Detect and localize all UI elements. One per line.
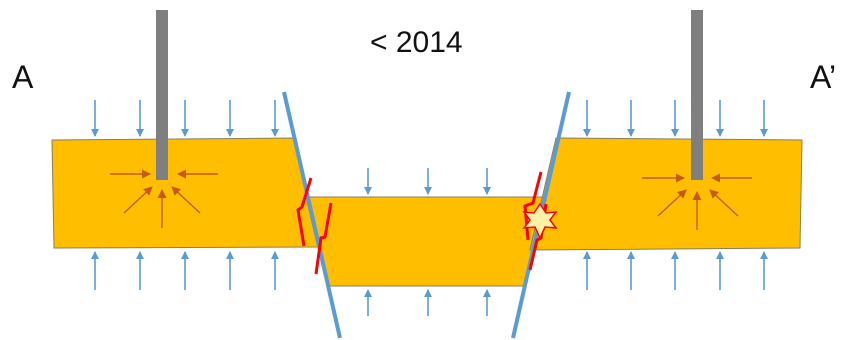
left-fault-line [282,91,342,339]
left-well-pressure-arrows [110,169,218,228]
left-block [51,137,321,249]
star-burst-icon [522,202,558,240]
left-fault-slip-arrows [296,177,333,275]
time-title: < 2014 [370,26,463,59]
center-block [305,196,545,287]
right-injection-well [691,10,703,180]
right-block [529,137,803,251]
left-section-label: A [12,59,34,95]
top-stress-arrows-center [364,168,491,195]
right-well-pressure-arrows [642,173,752,230]
top-stress-arrows-left [91,100,279,137]
left-injection-well [156,10,168,180]
right-section-label: A’ [810,59,836,95]
bottom-stress-arrows-right [583,251,768,290]
top-stress-arrows-right [583,100,768,137]
bottom-stress-arrows-left [91,251,279,290]
bottom-stress-arrows-center [364,289,491,316]
